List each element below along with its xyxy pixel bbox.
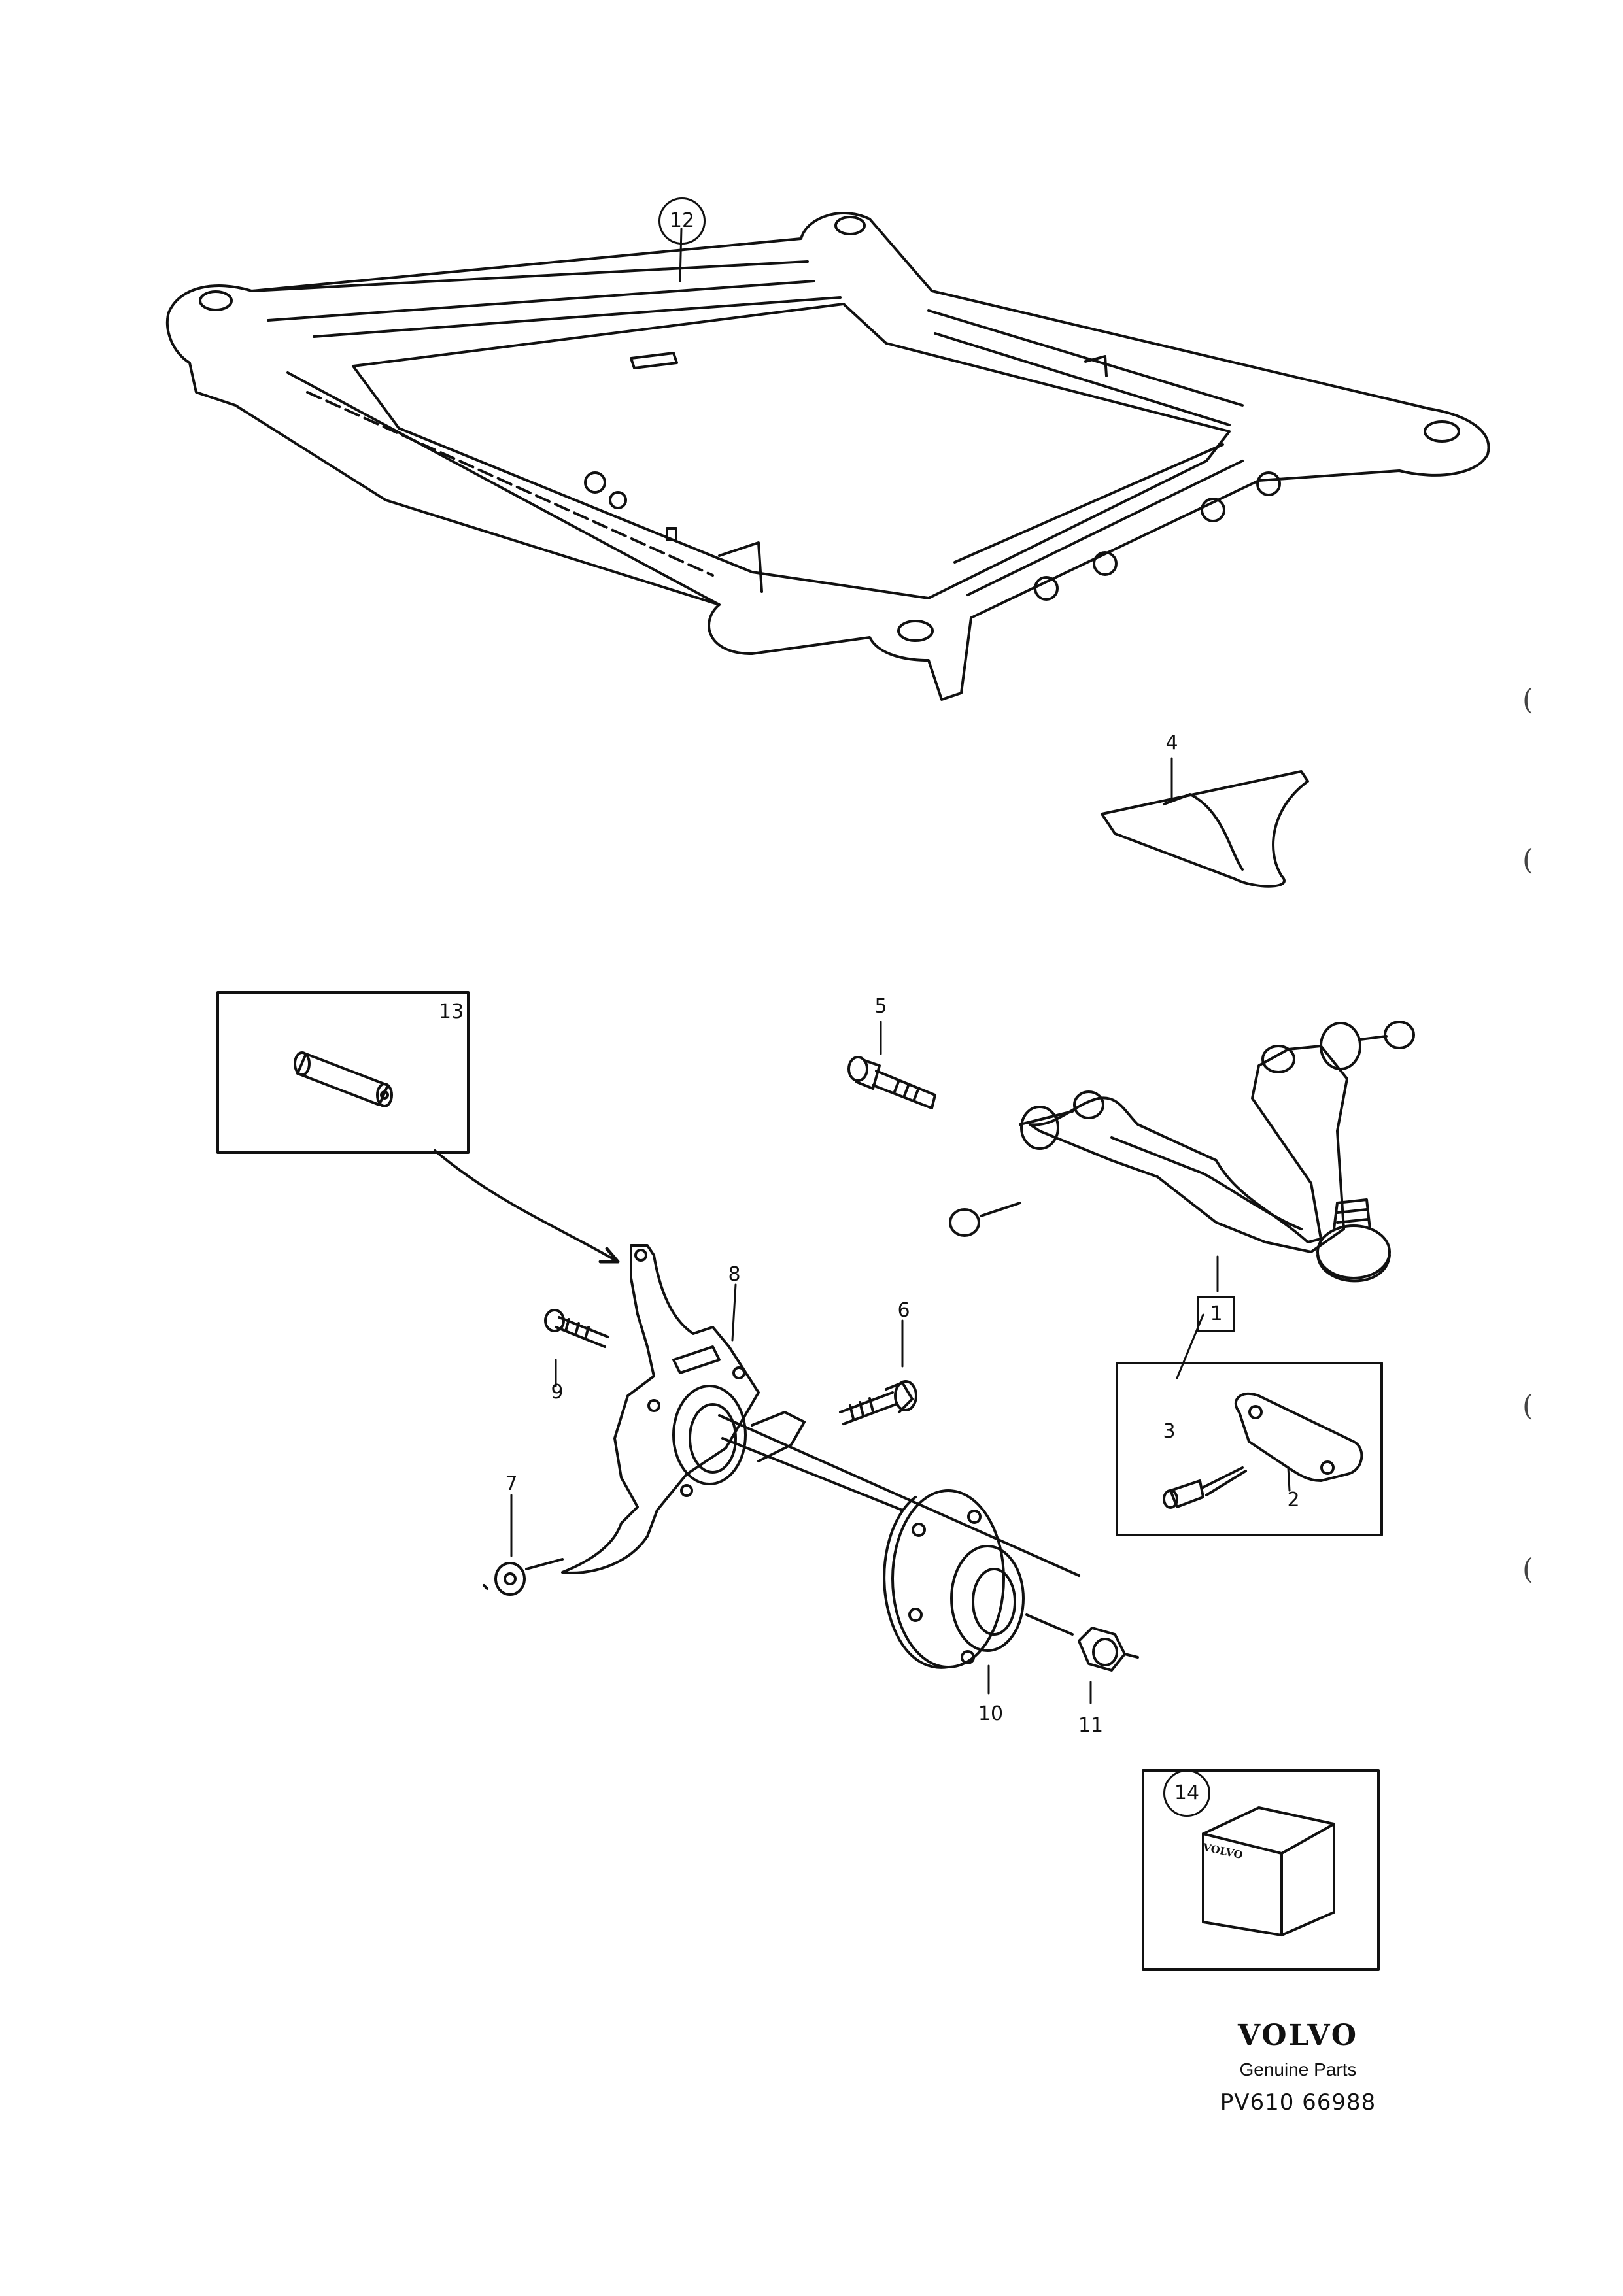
steering-knuckle-drawing (483, 1244, 806, 1596)
callout-14: 14 (1163, 1770, 1210, 1817)
callout-11: 11 (1078, 1714, 1104, 1737)
callout-9: 9 (551, 1381, 564, 1404)
callout-2: 2 (1287, 1489, 1300, 1511)
bracket-drawing (1101, 770, 1309, 888)
margin-mark: ( (1522, 843, 1534, 877)
diagram-code: PV610 66988 (1220, 2089, 1376, 2116)
brand-logo-text: VOLVO (1237, 2019, 1359, 2052)
kit-box (1142, 1769, 1380, 1971)
brand-subtitle: Genuine Parts (1239, 2059, 1357, 2080)
subframe-drawing (165, 212, 1490, 701)
callout-1: 1 (1197, 1296, 1235, 1332)
callout-12: 12 (658, 197, 706, 245)
margin-mark: ( (1522, 1389, 1534, 1423)
callout-6: 6 (897, 1299, 910, 1322)
callout-8: 8 (728, 1263, 741, 1286)
bushing-box (216, 991, 620, 1264)
callout-10: 10 (978, 1702, 1004, 1725)
plate-box (1116, 1362, 1383, 1536)
leader-lines (510, 228, 1291, 1704)
callout-4: 4 (1165, 732, 1178, 754)
callout-3: 3 (1163, 1420, 1176, 1443)
wheel-hub-drawing (718, 1414, 1139, 1672)
margin-mark: ( (1522, 683, 1534, 717)
callout-7: 7 (505, 1472, 518, 1495)
control-arm-drawing (949, 1021, 1415, 1283)
callout-5: 5 (874, 995, 887, 1018)
bolt-6-drawing (839, 1380, 917, 1425)
callout-13: 13 (438, 1000, 464, 1023)
margin-mark: ( (1522, 1553, 1534, 1586)
bolt-5-drawing (847, 1056, 936, 1109)
